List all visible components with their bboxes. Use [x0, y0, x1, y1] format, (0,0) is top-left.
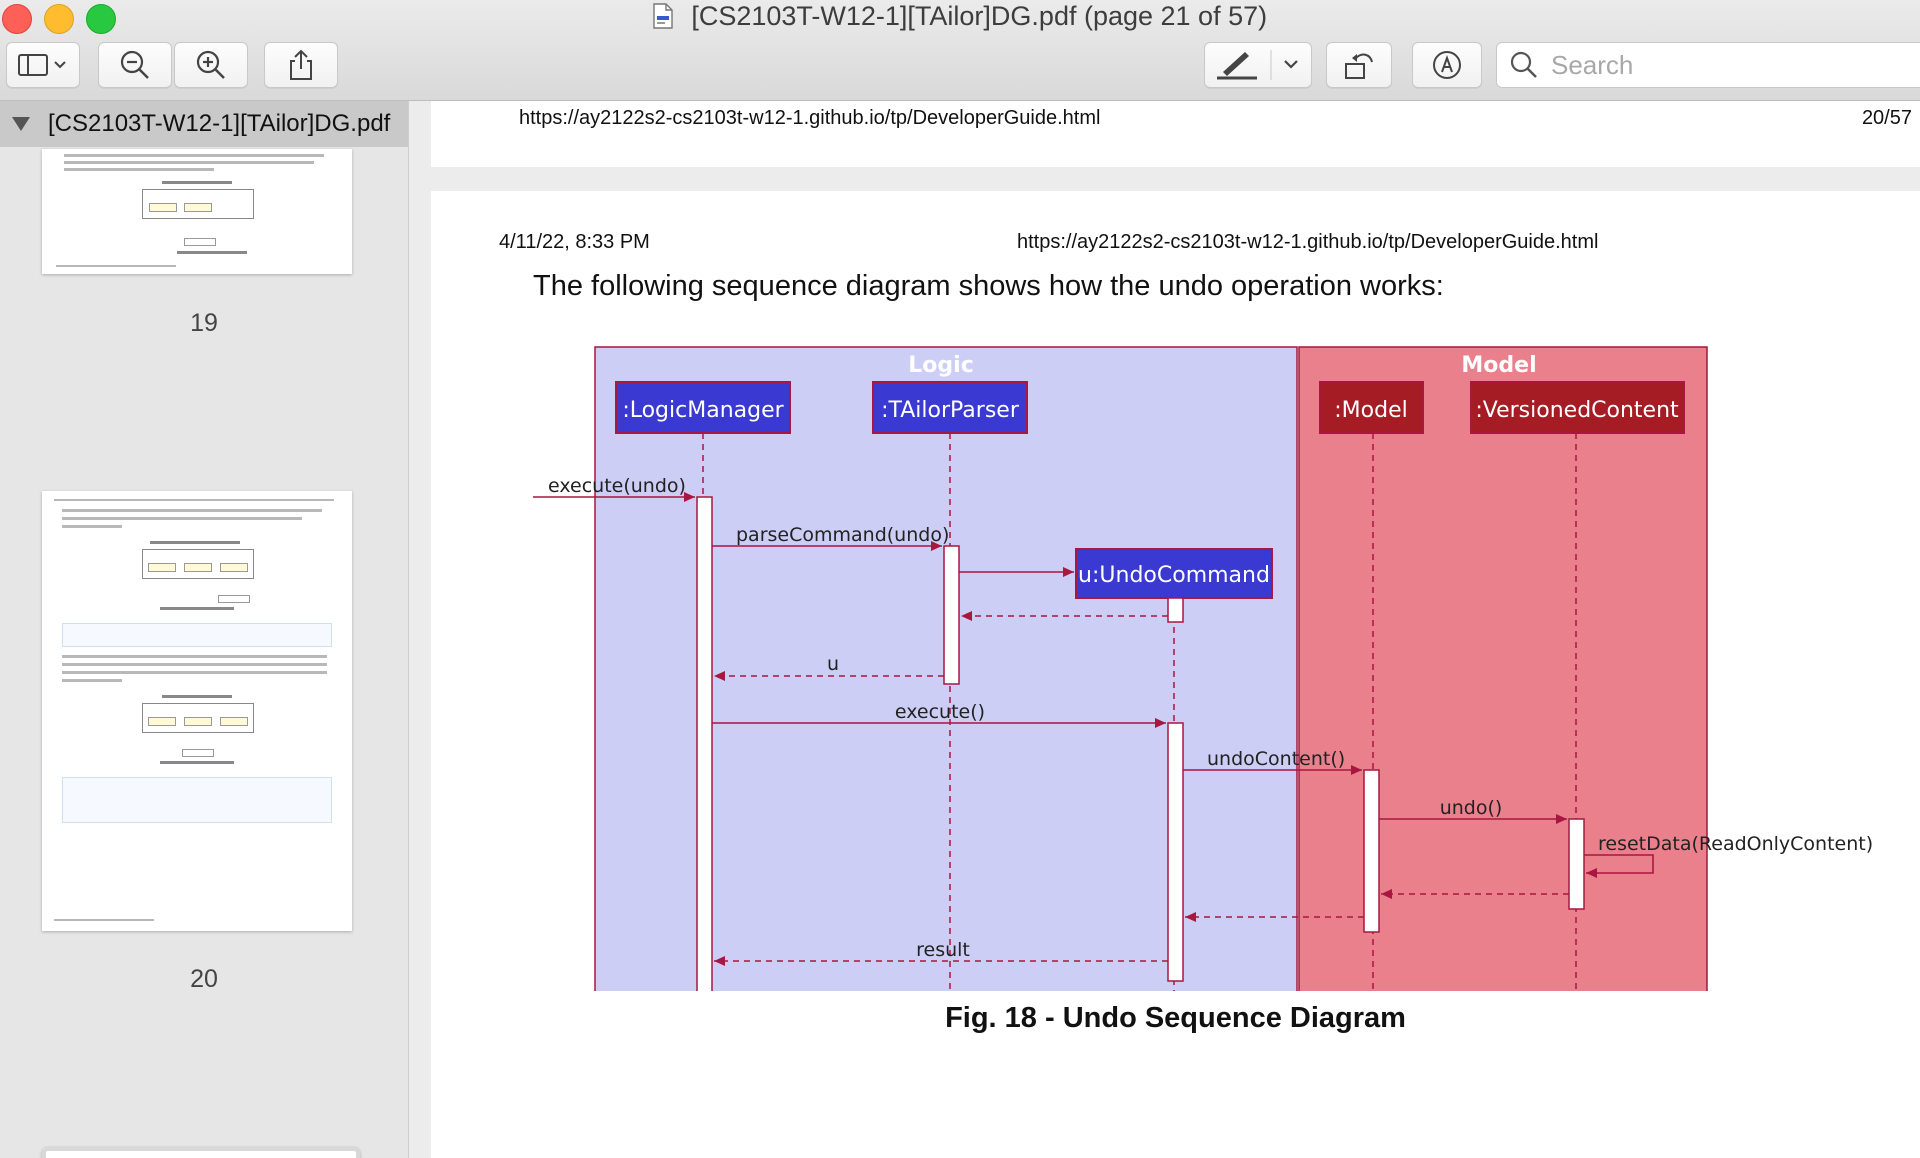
- minimize-window-button[interactable]: [44, 4, 74, 34]
- activation-undocommand-ctor: [1167, 597, 1184, 623]
- participant-tailorparser: [872, 381, 1028, 434]
- share-button[interactable]: [264, 42, 338, 88]
- zoom-in-button[interactable]: [174, 42, 248, 88]
- page-header-date: 4/11/22, 8:33 PM: [499, 231, 650, 253]
- search-icon: [1510, 51, 1537, 78]
- pdf-document-icon: [653, 3, 673, 29]
- previous-page-footer-url: https://ay2122s2-cs2103t-w12-1.github.io…: [519, 107, 1101, 129]
- participant-model-label: :Model: [1334, 398, 1407, 423]
- message-execute-label: execute(): [895, 701, 985, 723]
- thumbnail-sidebar[interactable]: [CS2103T-W12-1][TAilor]DG.pdf 19: [0, 101, 409, 1158]
- activation-model: [1363, 769, 1380, 933]
- sidebar-toggle-button[interactable]: [6, 42, 80, 88]
- search-field[interactable]: Search: [1496, 42, 1920, 88]
- page-number-19: 19: [190, 309, 218, 337]
- page-number-20: 20: [190, 965, 218, 993]
- model-group-label: Model: [1461, 353, 1536, 378]
- activation-logicmanager: [696, 496, 713, 991]
- activation-tailorparser: [943, 545, 960, 685]
- rotate-button[interactable]: [1326, 42, 1392, 88]
- return-result-label: result: [916, 939, 970, 961]
- message-undocontent-label: undoContent(): [1207, 748, 1345, 770]
- zoom-in-icon: [196, 50, 225, 79]
- message-execute-undo-label: execute(undo): [548, 475, 686, 497]
- close-window-button[interactable]: [2, 4, 32, 34]
- sidebar-document-row[interactable]: [CS2103T-W12-1][TAilor]DG.pdf: [0, 101, 408, 147]
- page-thumbnail-19[interactable]: [42, 149, 352, 274]
- participant-versionedcontent-label: :VersionedContent: [1475, 398, 1679, 423]
- window-title-bar: [CS2103T-W12-1][TAilor]DG.pdf (page 21 o…: [0, 0, 1920, 32]
- figure-caption: Fig. 18 - Undo Sequence Diagram: [945, 1002, 1406, 1034]
- lead-paragraph: The following sequence diagram shows how…: [533, 270, 1444, 302]
- participant-tailorparser-label: :TAilorParser: [881, 398, 1020, 423]
- zoom-out-button[interactable]: [98, 42, 172, 88]
- zoom-window-button[interactable]: [86, 4, 116, 34]
- page-header-url: https://ay2122s2-cs2103t-w12-1.github.io…: [1017, 231, 1599, 253]
- participant-logicmanager: [615, 381, 791, 434]
- participant-undocommand: [1075, 548, 1273, 599]
- sidebar-document-name: [CS2103T-W12-1][TAilor]DG.pdf: [48, 110, 391, 137]
- window-chrome: [CS2103T-W12-1][TAilor]DG.pdf (page 21 o…: [0, 0, 1920, 101]
- activation-undocommand-execute: [1167, 722, 1184, 982]
- page-thumbnail-21[interactable]: [42, 1147, 360, 1158]
- participant-undocommand-label: u:UndoCommand: [1078, 563, 1270, 588]
- previous-page-footer-number: 20/57: [1861, 107, 1912, 129]
- participant-versionedcontent: [1470, 381, 1685, 434]
- logic-group-label: Logic: [908, 353, 973, 378]
- window-title: [CS2103T-W12-1][TAilor]DG.pdf (page 21 o…: [691, 1, 1268, 31]
- previous-page-bottom: https://ay2122s2-cs2103t-w12-1.github.io…: [431, 101, 1920, 167]
- participant-logicmanager-label: :LogicManager: [622, 398, 784, 423]
- zoom-out-icon: [120, 50, 149, 79]
- activation-versionedcontent: [1568, 818, 1585, 910]
- disclosure-triangle-icon[interactable]: [12, 117, 30, 131]
- document-view[interactable]: https://ay2122s2-cs2103t-w12-1.github.io…: [410, 101, 1920, 1158]
- undo-sequence-diagram: Logic Model :LogicManager :TAilorParser …: [533, 346, 1873, 991]
- search-placeholder: Search: [1551, 49, 1634, 80]
- share-icon: [290, 49, 312, 80]
- message-resetdata-label: resetData(ReadOnlyContent): [1598, 833, 1873, 855]
- pdf-page: 4/11/22, 8:33 PM https://ay2122s2-cs2103…: [431, 191, 1920, 1158]
- return-u-label: u: [827, 653, 839, 675]
- page-thumbnail-20[interactable]: [42, 491, 352, 931]
- participant-model: [1319, 381, 1424, 434]
- rotate-icon: [1345, 53, 1373, 79]
- sidebar-icon: [18, 54, 66, 76]
- annotate-button[interactable]: [1412, 42, 1482, 88]
- message-resetdata-self-arrow: [1584, 854, 1654, 878]
- message-parsecommand-label: parseCommand(undo): [736, 524, 949, 546]
- markup-pen-button[interactable]: [1204, 42, 1312, 88]
- markup-icon: [1433, 51, 1461, 79]
- pen-icon: [1217, 50, 1298, 80]
- message-undo-label: undo(): [1440, 797, 1503, 819]
